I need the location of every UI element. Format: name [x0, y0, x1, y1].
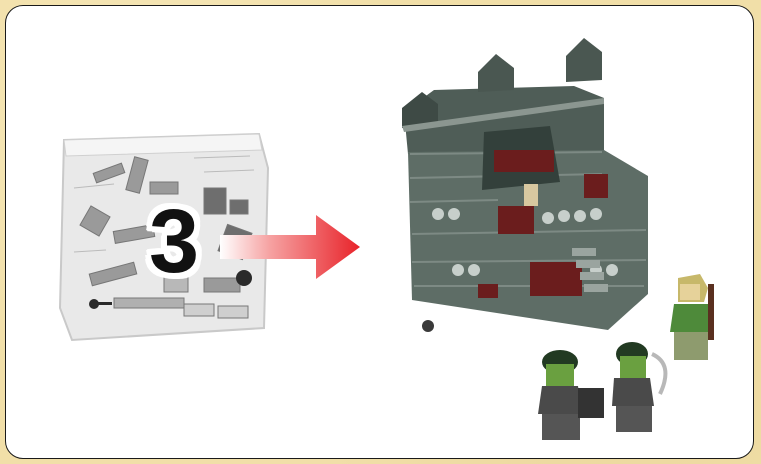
- step-number: 3: [132, 192, 216, 292]
- orc-minifigure-icon: [604, 334, 680, 436]
- orc-minifigure-icon: [526, 344, 610, 444]
- instruction-panel: 3: [5, 5, 754, 459]
- arrow-right-icon: [220, 213, 364, 281]
- castle-model-icon: [398, 34, 666, 346]
